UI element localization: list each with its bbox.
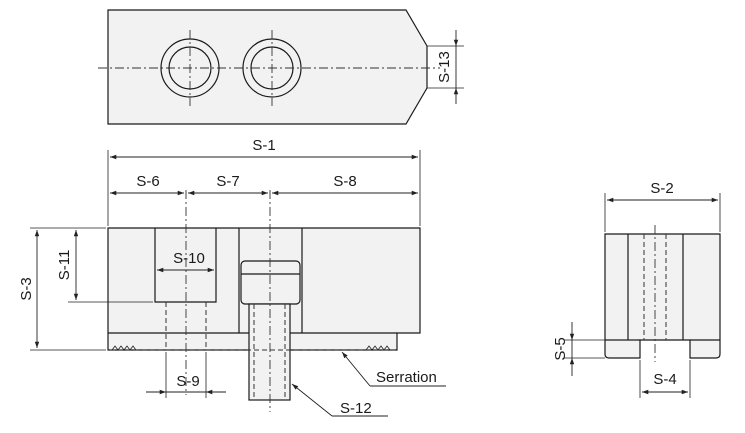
- dimension-s3: S-3: [18, 227, 106, 351]
- top-view-outline: [107, 9, 428, 125]
- label-s3: S-3: [18, 277, 35, 300]
- label-serration: Serration: [376, 369, 437, 386]
- label-s4: S-4: [653, 371, 676, 388]
- leader-serration: Serration: [341, 351, 446, 387]
- serration-teeth: [110, 345, 397, 351]
- counterbore-hole-left: [160, 30, 220, 106]
- label-s1: S-1: [252, 137, 275, 154]
- dimension-s11: S-11: [56, 230, 153, 303]
- label-s7: S-7: [216, 173, 239, 190]
- dimension-s9: S-9: [146, 352, 226, 398]
- label-s8: S-8: [333, 173, 356, 190]
- dimension-s2: S-2: [604, 180, 721, 232]
- label-s11: S-11: [56, 250, 73, 281]
- dimension-s5: S-5: [552, 322, 638, 376]
- top-view: S-13: [98, 9, 464, 125]
- label-s9: S-9: [176, 373, 199, 390]
- cap-screw: [240, 260, 301, 401]
- dimension-s10: S-10: [157, 250, 214, 273]
- dimension-s4: S-4: [639, 360, 691, 398]
- side-view: S-2 S-4 S-5: [552, 180, 721, 398]
- label-s13: S-13: [436, 51, 453, 83]
- leader-s12: S-12: [291, 383, 388, 417]
- label-s2: S-2: [650, 180, 673, 197]
- counterbore-pocket: [154, 228, 217, 303]
- bolt-pocket: [238, 228, 303, 333]
- dimension-chain-s6-s7-s8: S-6 S-7 S-8: [110, 173, 418, 196]
- front-view: S-1 S-6 S-7 S-8 S-10 S-3 S-11: [18, 137, 446, 417]
- dimension-s13: S-13: [427, 30, 464, 104]
- label-s12: S-12: [340, 400, 372, 417]
- label-s5: S-5: [552, 337, 569, 360]
- label-s10: S-10: [173, 250, 205, 267]
- label-s6: S-6: [136, 173, 159, 190]
- dimension-s1: S-1: [107, 137, 421, 226]
- counterbore-hole-right: [242, 30, 302, 106]
